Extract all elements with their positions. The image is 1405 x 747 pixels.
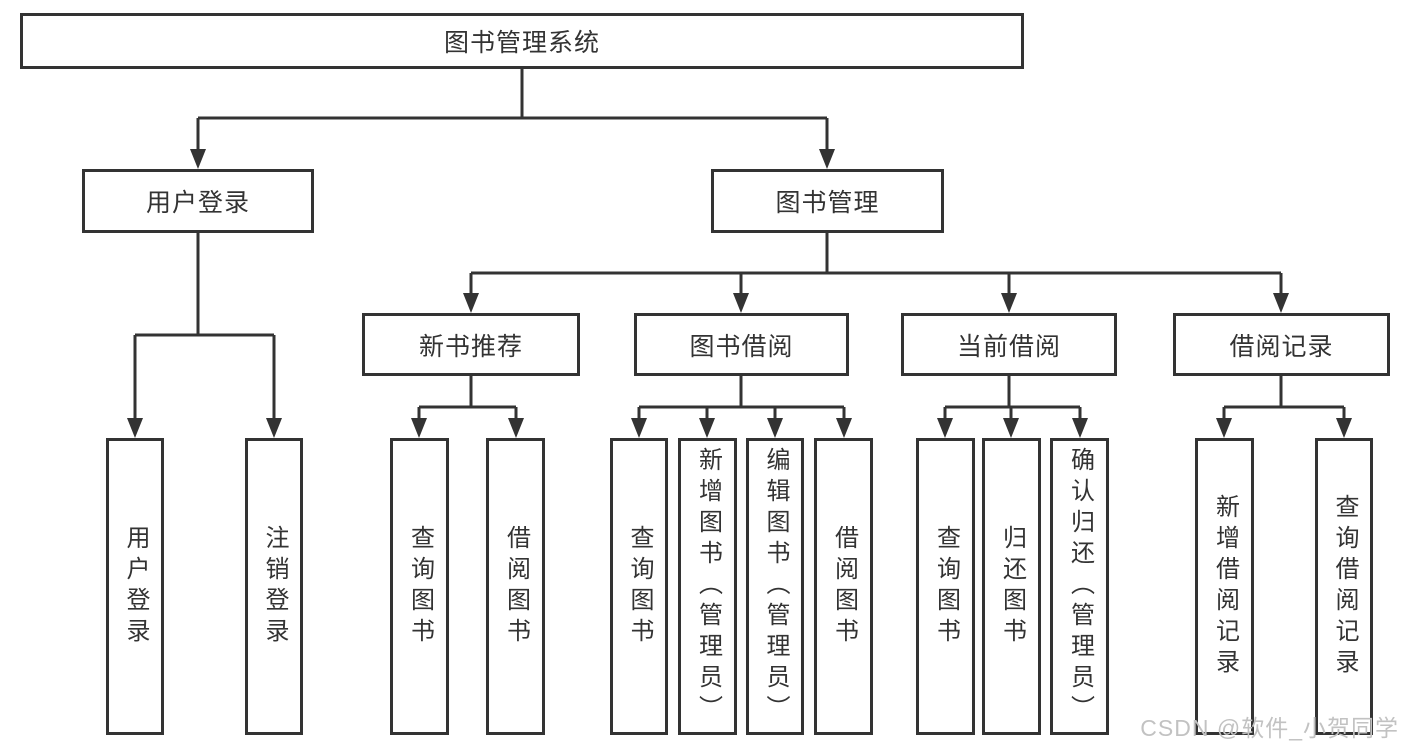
node-leaf-query-borrow-record-label: 查询借阅记录 [1331,493,1358,680]
node-leaf-borrow-books-borrowing-label: 借阅图书 [830,524,858,649]
node-leaf-return-books-label: 归还图书 [998,524,1026,649]
node-leaf-query-books-recommend: 查询图书 [390,438,449,735]
arrowhead [1003,418,1019,438]
node-leaf-add-borrow-record: 新增借阅记录 [1195,438,1254,735]
arrowhead [937,418,953,438]
node-root-label: 图书管理系统 [443,29,600,57]
arrowhead [733,293,749,313]
arrowhead [1072,418,1088,438]
arrowhead [1273,293,1289,313]
node-leaf-confirm-return-admin: 确认归还（管理员） [1050,438,1109,735]
node-user-login: 用户登录 [82,169,314,233]
node-leaf-query-books-borrowing-label: 查询图书 [626,524,653,649]
node-leaf-edit-books-admin: 编辑图书（管理员） [746,438,804,735]
node-root: 图书管理系统 [20,13,1024,69]
arrowhead [836,418,852,438]
arrowhead [1001,293,1017,313]
node-leaf-add-books-admin: 新增图书（管理员） [678,438,737,735]
arrowhead [1336,418,1352,438]
arrowhead [463,293,479,313]
csdn-watermark: CSDN @软件_小贺同学 [1140,715,1399,741]
connector-leaf-stems [417,407,1346,420]
node-leaf-query-borrow-record: 查询借阅记录 [1315,438,1373,735]
node-leaf-query-books-borrowing: 查询图书 [610,438,668,735]
node-book-management-label: 图书管理 [775,189,880,217]
arrowhead [190,149,206,169]
node-leaf-logout-label: 注销登录 [261,524,288,649]
arrowhead [699,418,715,438]
arrowhead [411,418,427,438]
arrowhead [767,418,783,438]
node-borrowing-records-label: 借阅记录 [1229,332,1334,361]
node-leaf-query-books-current-label: 查询图书 [932,524,960,649]
node-borrowing-records: 借阅记录 [1173,313,1390,376]
node-leaf-add-borrow-record-label: 新增借阅记录 [1211,493,1239,680]
node-leaf-add-books-admin-label: 新增图书（管理员） [694,447,722,726]
arrowhead [819,149,835,169]
node-book-borrowing: 图书借阅 [634,313,849,376]
node-book-borrowing-label: 图书借阅 [689,332,794,361]
arrowhead [266,418,282,438]
node-leaf-borrow-books-recommend: 借阅图书 [486,438,545,735]
connector-lines [133,69,1346,420]
node-new-book-recommend-label: 新书推荐 [418,332,523,361]
node-leaf-return-books: 归还图书 [982,438,1041,735]
arrowhead [127,418,143,438]
node-user-login-label: 用户登录 [145,189,250,217]
arrowhead [508,418,524,438]
node-leaf-query-books-current: 查询图书 [916,438,975,735]
arrowheads [127,149,1352,438]
node-leaf-user-login-label: 用户登录 [122,524,149,649]
node-new-book-recommend: 新书推荐 [362,313,580,376]
node-leaf-borrow-books-borrowing: 借阅图书 [814,438,873,735]
node-leaf-logout: 注销登录 [245,438,303,735]
arrowhead [631,418,647,438]
node-leaf-edit-books-admin-label: 编辑图书（管理员） [762,447,789,726]
node-leaf-query-books-recommend-label: 查询图书 [406,524,434,649]
node-current-borrowing-label: 当前借阅 [956,332,1061,361]
node-leaf-user-login: 用户登录 [106,438,164,735]
node-leaf-borrow-books-recommend-label: 借阅图书 [502,524,530,649]
node-leaf-confirm-return-admin-label: 确认归还（管理员） [1066,447,1094,726]
arrowhead [1216,418,1232,438]
node-book-management: 图书管理 [711,169,944,233]
node-current-borrowing: 当前借阅 [901,313,1117,376]
